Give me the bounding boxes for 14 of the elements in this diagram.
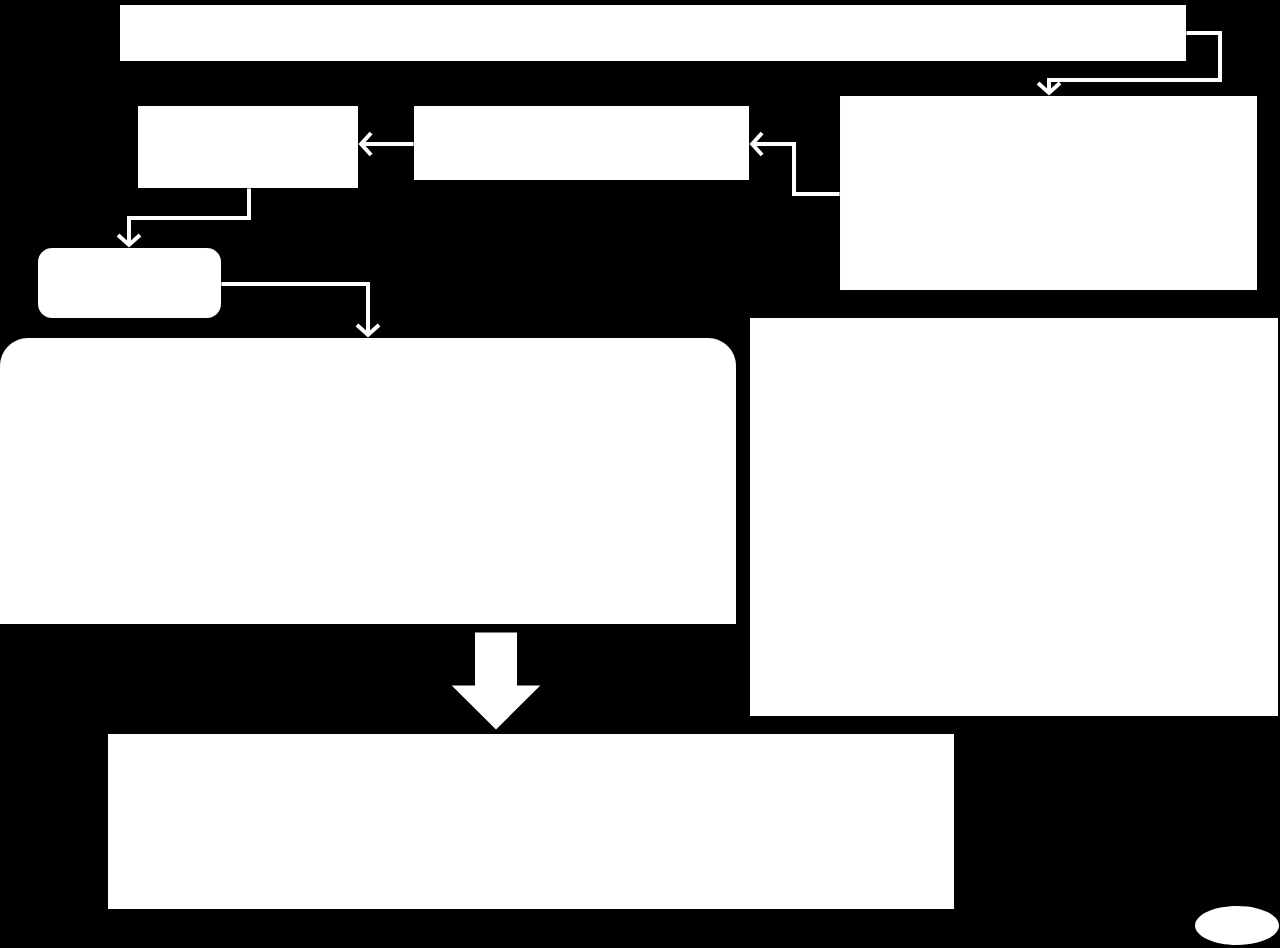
box [414,106,749,180]
box [120,5,1186,61]
arrow [358,131,414,157]
arrow [1036,31,1222,96]
box [750,318,1278,716]
rounded-box [38,248,221,318]
rounded-box [0,338,736,624]
box [108,734,954,909]
arrow [221,282,381,338]
box [138,106,358,188]
oval [1195,906,1279,945]
box [840,96,1257,290]
arrow [749,131,840,196]
arrow [116,188,251,248]
